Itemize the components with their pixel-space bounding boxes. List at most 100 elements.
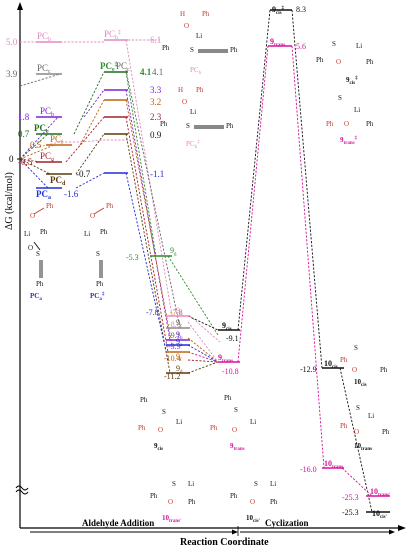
svg-text:9b: 9b — [176, 330, 183, 341]
svg-text:Li: Li — [188, 480, 194, 488]
stage-arrows — [30, 526, 395, 536]
svg-text:Li: Li — [356, 42, 362, 50]
svg-text:9c: 9c — [176, 318, 183, 329]
structure-9trans: Ph S Li Ph O 9trans — [210, 394, 256, 452]
svg-text:9trans‡: 9trans‡ — [340, 136, 358, 146]
svg-text:Li: Li — [84, 230, 90, 238]
structure-9cis-ts: S Li Ph O Ph 9cis‡ — [316, 40, 374, 86]
svg-text:Li: Li — [176, 418, 182, 426]
y-axis-label: ΔG (kcal/mol) — [4, 172, 15, 230]
svg-text:-9.1: -9.1 — [226, 334, 239, 343]
structure-9trans-ts: S Li Ph O Ph 9trans‡ — [326, 94, 374, 146]
svg-text:Ph: Ph — [316, 56, 324, 64]
svg-text:9h: 9h — [176, 306, 183, 317]
zero-tick-label: 0 — [9, 154, 14, 164]
svg-text:-12.9: -12.9 — [300, 365, 317, 374]
svg-text:S: S — [254, 480, 258, 488]
svg-text:-16.0: -16.0 — [300, 465, 317, 474]
svg-text:-8.0: -8.0 — [168, 320, 181, 329]
svg-text:Ph: Ph — [36, 280, 44, 288]
svg-text:S: S — [186, 122, 190, 130]
svg-text:6.1: 6.1 — [150, 35, 161, 45]
svg-text:O: O — [352, 366, 357, 374]
svg-text:10trans: 10trans — [324, 459, 343, 470]
svg-text:Li: Li — [354, 106, 360, 114]
svg-text:9trans: 9trans — [270, 37, 285, 48]
svg-text:9a: 9a — [176, 337, 183, 348]
svg-text:PCh‡: PCh‡ — [186, 140, 200, 150]
svg-text:Ph: Ph — [224, 394, 232, 402]
svg-text:9cis: 9cis — [154, 442, 163, 452]
svg-text:PCg: PCg — [40, 151, 54, 163]
svg-text:9f: 9f — [176, 352, 182, 363]
svg-text:S: S — [96, 250, 100, 258]
svg-text:S: S — [356, 404, 360, 412]
svg-text:3.2: 3.2 — [150, 97, 161, 107]
svg-text:3.9: 3.9 — [6, 69, 18, 79]
structure-top-pch: H Ph O Li Ph S Ph PCh — [162, 10, 238, 76]
svg-text:9cis‡: 9cis‡ — [346, 76, 358, 86]
axes — [15, 2, 406, 531]
svg-text:Ph: Ph — [202, 10, 210, 18]
svg-text:PCa: PCa — [30, 292, 42, 302]
svg-text:S: S — [338, 94, 342, 102]
svg-text:Ph: Ph — [188, 498, 196, 506]
svg-text:Li: Li — [250, 418, 256, 426]
svg-text:S: S — [354, 344, 358, 352]
svg-text:-9.1: -9.1 — [168, 331, 181, 340]
svg-text:8.3: 8.3 — [296, 5, 306, 14]
svg-text:O: O — [182, 98, 187, 106]
svg-text:Ph: Ph — [106, 202, 114, 210]
svg-text:Ph: Ph — [138, 424, 146, 432]
svg-text:Li: Li — [190, 108, 196, 116]
svg-text:10trans': 10trans' — [162, 514, 182, 524]
svg-text:Ph: Ph — [140, 396, 148, 404]
svg-text:Ph: Ph — [230, 46, 238, 54]
svg-text:PCe: PCe — [34, 123, 49, 135]
svg-text:9trans: 9trans — [230, 442, 245, 452]
svg-text:-7.8: -7.8 — [170, 308, 183, 317]
ts1-labels: PCh‡ 6.1 PCe‡ PCc 4.1 4.1 3.3 3.2 2.3 0.… — [100, 29, 164, 179]
svg-text:-25.3: -25.3 — [342, 508, 359, 517]
svg-text:10cis: 10cis — [324, 359, 338, 370]
svg-text:O: O — [184, 22, 189, 30]
svg-text:-25.3: -25.3 — [342, 493, 359, 502]
svg-text:-9.9: -9.9 — [168, 342, 181, 351]
svg-text:-0.7: -0.7 — [76, 169, 91, 179]
svg-text:-5.3: -5.3 — [126, 253, 139, 262]
svg-text:PCb: PCb — [40, 106, 54, 118]
cis-trans-labels: 9cis -9.1 9trans -10.8 9cis‡ 8.3 9trans … — [218, 5, 391, 520]
svg-text:PCh: PCh — [190, 66, 202, 76]
svg-text:5.6: 5.6 — [296, 42, 306, 51]
structure-10cis: S Ph O Ph 10cis — [340, 344, 388, 388]
svg-text:S: S — [190, 46, 194, 54]
svg-text:-0.5: -0.5 — [18, 157, 33, 167]
svg-text:O: O — [232, 426, 237, 434]
svg-text:9cis‡: 9cis‡ — [272, 5, 285, 16]
svg-text:-1.1: -1.1 — [150, 169, 164, 179]
svg-text:Ph: Ph — [226, 122, 234, 130]
structure-pcats: O Ph Li Ph S Ph PCa‡ — [84, 202, 114, 302]
svg-text:2.3: 2.3 — [150, 112, 162, 122]
svg-text:PCa‡: PCa‡ — [90, 292, 105, 302]
structure-10transp: S Li Ph O Ph 10trans' — [150, 480, 196, 524]
svg-text:Li: Li — [196, 32, 202, 40]
svg-text:PCa: PCa — [36, 189, 51, 201]
svg-text:10cis: 10cis — [354, 378, 367, 388]
svg-text:Ph: Ph — [96, 280, 104, 288]
svg-text:5.0: 5.0 — [6, 37, 18, 47]
svg-text:Ph: Ph — [230, 492, 238, 500]
svg-text:10trans': 10trans' — [370, 487, 391, 498]
svg-text:10cis': 10cis' — [372, 509, 388, 520]
svg-text:O: O — [250, 498, 255, 506]
energy-levels — [36, 9, 390, 513]
svg-text:Ph: Ph — [366, 120, 374, 128]
svg-text:Ph: Ph — [162, 44, 170, 52]
intermediate-labels: -5.3 9g -7.8 -7.8 -8.0 -9.1 -9.9 -10.4 -… — [126, 246, 183, 381]
svg-text:O: O — [158, 426, 163, 434]
svg-text:PCh‡: PCh‡ — [104, 29, 121, 41]
left-pc-labels: 5.0 PCh 3.9 PCc 1.8 PCb 0.7 PCe 0.5 PCf … — [6, 31, 91, 201]
svg-text:0.7: 0.7 — [18, 129, 30, 139]
svg-text:Ph: Ph — [340, 422, 348, 430]
svg-text:Li: Li — [368, 412, 374, 420]
